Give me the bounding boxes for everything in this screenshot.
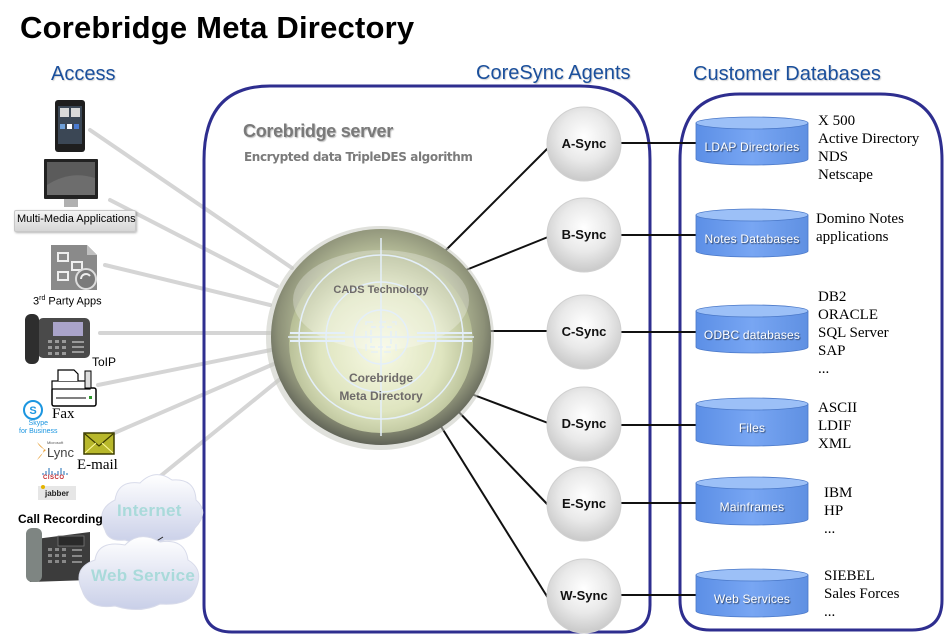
db-item: ... — [824, 521, 836, 537]
db-notes-items: Domino Notes applications — [816, 210, 904, 246]
db-ldap-label[interactable]: LDAP Directories — [704, 140, 800, 154]
db-cylinder[interactable] — [695, 304, 809, 354]
db-item: Domino Notes — [816, 211, 904, 227]
connector-3rdparty — [103, 263, 272, 307]
lync-label: Lync — [47, 445, 74, 460]
core-technology-label: CADS Technology — [333, 284, 429, 296]
db-item: SIEBEL — [824, 568, 875, 584]
db-mainframes-items: IBM HP ... — [824, 484, 852, 538]
db-item: NDS — [818, 149, 849, 165]
core-name-line2: Meta Directory — [339, 389, 423, 403]
db-item: HP — [824, 503, 844, 519]
db-cylinders — [695, 116, 809, 618]
db-item: LDIF — [818, 418, 852, 434]
db-item: ... — [818, 361, 830, 377]
db-item: DB2 — [818, 289, 847, 305]
connector-multimedia — [108, 198, 279, 288]
svg-text:S: S — [29, 405, 36, 417]
db-cylinder[interactable] — [695, 568, 809, 618]
db-item: X 500 — [818, 113, 856, 129]
access-call-recording-label[interactable]: Call Recording — [18, 512, 103, 526]
sync-agent-c[interactable]: C-Sync — [561, 324, 607, 339]
access-multimedia-label[interactable]: Multi-Media Applications — [17, 213, 136, 225]
db-item: ... — [824, 604, 836, 620]
multimedia-label-bar — [14, 210, 136, 232]
db-ldap-items: X 500 Active Directory NDS Netscape — [818, 112, 919, 184]
sync-db-connectors — [620, 142, 696, 596]
connector-email — [110, 361, 278, 436]
db-item: Sales Forces — [824, 586, 900, 602]
db-odbc-label[interactable]: ODBC databases — [703, 328, 801, 342]
db-cylinder[interactable] — [695, 116, 809, 166]
db-item: XML — [818, 436, 852, 452]
server-container — [202, 84, 652, 634]
sync-agent-a[interactable]: A-Sync — [561, 136, 607, 151]
db-webservices-items: SIEBEL Sales Forces ... — [824, 567, 899, 621]
sync-spheres — [546, 106, 622, 634]
db-webservices-label[interactable]: Web Services — [713, 592, 791, 606]
db-cylinder[interactable] — [695, 397, 809, 447]
web-service-cloud-icon — [78, 536, 200, 610]
db-notes-label[interactable]: Notes Databases — [704, 232, 800, 246]
access-heading: Access — [51, 63, 116, 85]
internet-label[interactable]: Internet — [117, 501, 182, 520]
cisco-icon — [42, 468, 68, 475]
db-item: ASCII — [818, 400, 858, 416]
cisco-label: CISCO — [43, 475, 65, 481]
server-subtitle: Encrypted data TripleDES algorithm — [244, 150, 473, 164]
databases-heading: Customer Databases — [693, 63, 881, 85]
core-sphere — [266, 226, 494, 450]
diagram-title: Corebridge Meta Directory — [20, 10, 415, 45]
db-item: Active Directory — [818, 131, 920, 147]
db-mainframes-label[interactable]: Mainframes — [719, 500, 785, 514]
crosshair-icon — [288, 238, 474, 436]
web-service-label[interactable]: Web Service — [91, 566, 196, 585]
connector-mobile — [88, 128, 294, 270]
lync-brand: Microsoft — [47, 440, 64, 445]
access-3rdparty-label[interactable]: 3rd Party Apps — [33, 295, 102, 308]
access-toip-label[interactable]: ToIP — [92, 355, 117, 369]
db-files-label[interactable]: Files — [738, 421, 766, 435]
core-name-line1: Corebridge — [348, 371, 413, 385]
email-icon — [83, 432, 115, 455]
desk-phone-icon — [26, 528, 90, 582]
jabber-label: jabber — [45, 489, 70, 498]
sync-agent-d[interactable]: D-Sync — [561, 416, 607, 431]
db-item: ORACLE — [818, 307, 878, 323]
sync-agent-w[interactable]: W-Sync — [560, 588, 608, 603]
mobile-phone-icon — [55, 100, 85, 152]
jabber-icon — [38, 485, 76, 500]
db-item: SQL Server — [818, 325, 889, 341]
agents-heading: CoreSync Agents — [476, 62, 631, 84]
connector-fax — [96, 348, 273, 387]
monitor-icon — [44, 159, 98, 207]
db-odbc-items: DB2 ORACLE SQL Server SAP ... — [818, 288, 889, 378]
access-connectors — [88, 128, 294, 480]
db-files-items: ASCII LDIF XML — [818, 399, 857, 453]
lync-icon — [37, 442, 46, 460]
fax-icon — [51, 369, 97, 407]
ip-phone-icon — [25, 314, 90, 364]
db-cylinder[interactable] — [695, 208, 809, 258]
access-email-label[interactable]: E-mail — [77, 457, 118, 473]
sync-agent-b[interactable]: B-Sync — [561, 227, 607, 242]
databases-container — [678, 92, 944, 632]
sync-agent-e[interactable]: E-Sync — [561, 496, 607, 511]
connector-internet — [156, 373, 287, 480]
server-title: Corebridge server — [243, 121, 393, 141]
skype-icon: S — [23, 400, 43, 420]
access-fax-label[interactable]: Fax — [52, 406, 75, 422]
db-item: IBM — [824, 485, 853, 501]
third-party-apps-icon — [51, 245, 97, 290]
skype-label: Skype for Business — [19, 420, 58, 435]
db-item: Netscape — [818, 167, 873, 183]
core-sync-connectors — [436, 147, 549, 599]
db-cylinder[interactable] — [695, 476, 809, 526]
db-item: applications — [816, 229, 889, 245]
db-item: SAP — [818, 343, 846, 359]
